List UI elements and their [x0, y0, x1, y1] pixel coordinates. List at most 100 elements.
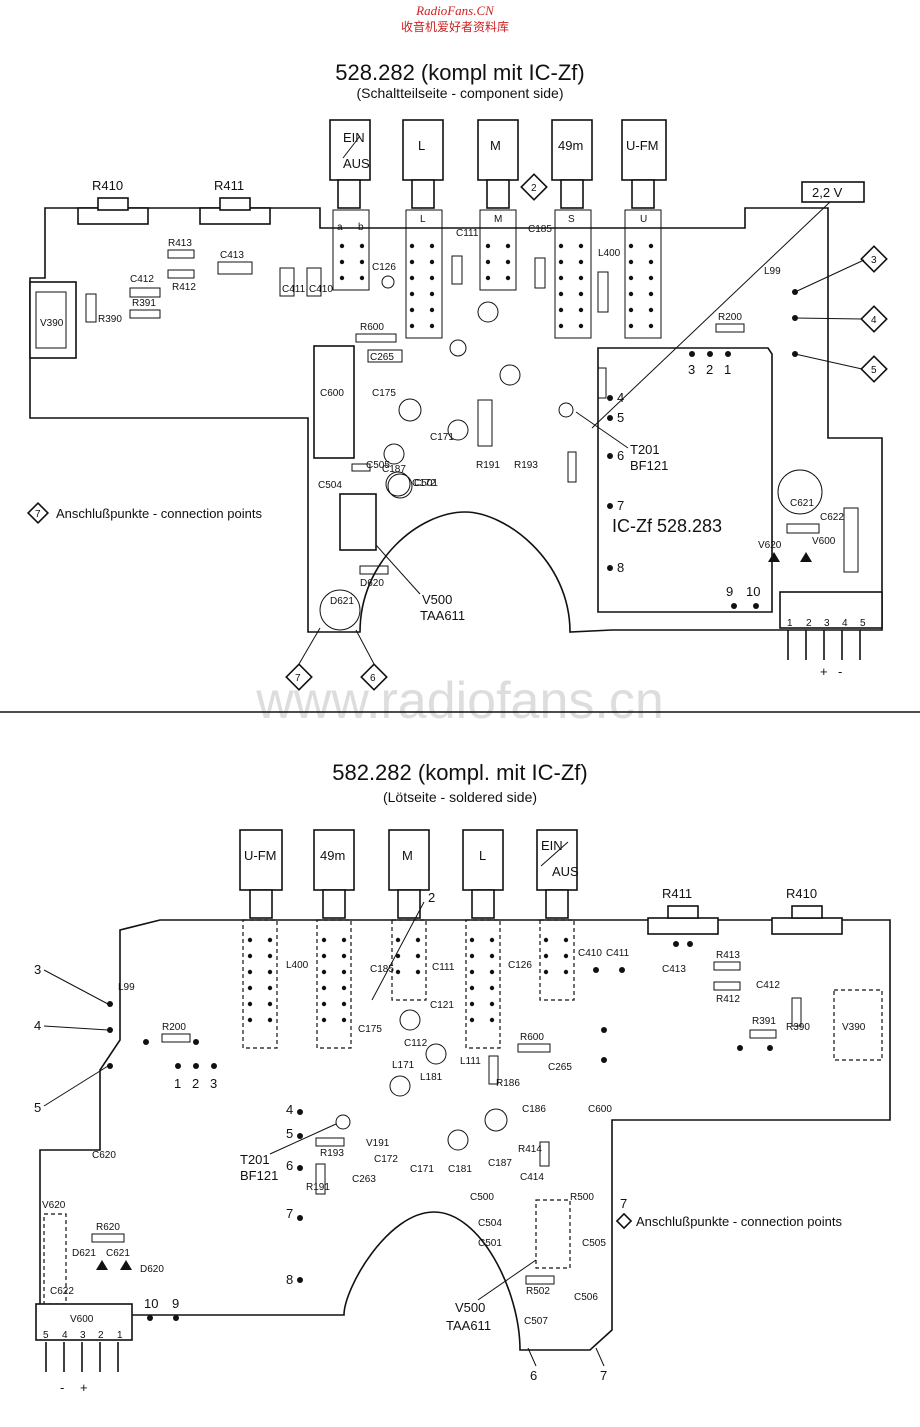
solder-pad [485, 275, 491, 281]
svg-text:C175: C175 [372, 388, 396, 399]
svg-text:U: U [640, 214, 647, 225]
solder-pad [415, 937, 421, 943]
solder-pad [558, 307, 564, 313]
solder-pad [469, 1001, 475, 1007]
svg-text:C181: C181 [448, 1164, 472, 1175]
bottom-v500: V500 TAA611 [446, 1259, 537, 1333]
top-mid-parts: C111 C185 L400 L99 R200 R600 C265 C600 C… [313, 224, 781, 497]
bottom-left-parts: C620 V620 R620 D621 C621 D620 C622 V600 … [35, 1150, 164, 1395]
svg-text:C112: C112 [404, 1038, 428, 1049]
svg-text:T201: T201 [240, 1152, 270, 1167]
svg-text:M: M [490, 138, 501, 153]
solder-pad [792, 315, 798, 321]
svg-text:2: 2 [98, 1330, 104, 1341]
svg-text:L: L [418, 138, 425, 153]
solder-pad [429, 259, 435, 265]
svg-text:3: 3 [210, 1076, 217, 1091]
svg-text:-: - [60, 1380, 64, 1395]
solder-pad [107, 1063, 113, 1069]
solder-pad [489, 953, 495, 959]
svg-text:C621: C621 [106, 1248, 130, 1259]
site-name-cn: 收音机爱好者资料库 [401, 19, 509, 34]
svg-text:3: 3 [871, 255, 877, 266]
solder-pad [648, 307, 654, 313]
bottom-v390: V390 R390 R391 [749, 989, 883, 1061]
top-left-parts: R413 R412 C412 C413 C411 C410 C126 R391 [129, 238, 396, 319]
svg-text:EIN: EIN [343, 130, 365, 145]
solder-pad [429, 307, 435, 313]
svg-text:Anschlußpunkte - connection po: Anschlußpunkte - connection points [56, 506, 262, 521]
svg-text:C413: C413 [662, 964, 686, 975]
solder-pad [429, 243, 435, 249]
svg-text:D621: D621 [330, 596, 354, 607]
solder-pad [147, 1315, 153, 1321]
svg-text:C263: C263 [352, 1174, 376, 1185]
bottom-legend: 7 Anschlußpunkte - connection points [615, 1196, 842, 1230]
svg-text:C412: C412 [130, 274, 154, 285]
bottom-panel: 582.282 (kompl. mit IC-Zf) (Lötseite - s… [34, 760, 891, 1395]
solder-pad [297, 1165, 303, 1171]
svg-text:5: 5 [34, 1100, 41, 1115]
svg-text:M: M [494, 214, 502, 225]
svg-text:6: 6 [286, 1158, 293, 1173]
svg-text:L99: L99 [764, 266, 781, 277]
svg-text:D620: D620 [360, 578, 384, 589]
svg-text:L: L [420, 214, 426, 225]
svg-text:T201: T201 [630, 442, 660, 457]
solder-pad [593, 967, 599, 973]
svg-text:1: 1 [117, 1330, 123, 1341]
solder-pad [505, 275, 511, 281]
solder-pad [505, 259, 511, 265]
svg-text:EIN: EIN [541, 838, 563, 853]
solder-pad [601, 1027, 607, 1033]
solder-pad [558, 259, 564, 265]
bottom-board-outline [39, 919, 891, 1351]
svg-text:BF121: BF121 [240, 1168, 278, 1183]
solder-pad [543, 969, 549, 975]
solder-pad [175, 1063, 181, 1069]
solder-pad [409, 243, 415, 249]
svg-text:L171: L171 [392, 1060, 415, 1071]
svg-text:C126: C126 [508, 960, 532, 971]
solder-pad [359, 243, 365, 249]
solder-pad [429, 275, 435, 281]
solder-pad [297, 1215, 303, 1221]
svg-text:Anschlußpunkte - connection po: Anschlußpunkte - connection points [636, 1214, 842, 1229]
svg-text:C600: C600 [320, 388, 344, 399]
bottom-switch-columns [242, 919, 575, 1049]
solder-pad [429, 323, 435, 329]
solder-pad [409, 323, 415, 329]
solder-pad [247, 1017, 253, 1023]
svg-text:L99: L99 [118, 982, 135, 993]
solder-pad [607, 565, 613, 571]
solder-pad [689, 351, 695, 357]
svg-text:C121: C121 [430, 1000, 454, 1011]
solder-pad [628, 323, 634, 329]
bottom-switch-caps: U-FM 49m M L EIN AUS [239, 829, 579, 919]
solder-pad [211, 1063, 217, 1069]
svg-text:a: a [337, 222, 343, 233]
svg-text:7: 7 [286, 1206, 293, 1221]
svg-text:1: 1 [174, 1076, 181, 1091]
solder-pad [628, 243, 634, 249]
svg-text:R390: R390 [786, 1022, 810, 1033]
solder-pad [469, 953, 475, 959]
solder-pad [409, 259, 415, 265]
svg-text:4: 4 [842, 618, 848, 629]
svg-text:R411: R411 [662, 886, 692, 901]
solder-pad [321, 953, 327, 959]
solder-pad [341, 953, 347, 959]
svg-text:C622: C622 [820, 512, 844, 523]
solder-pad [297, 1133, 303, 1139]
svg-text:+: + [820, 664, 828, 679]
svg-text:R410: R410 [92, 178, 123, 193]
solder-pad [767, 1045, 773, 1051]
svg-text:L111: L111 [460, 1056, 481, 1067]
solder-pad [107, 1027, 113, 1033]
svg-text:C504: C504 [318, 480, 342, 491]
solder-pad [607, 395, 613, 401]
solder-pad [628, 291, 634, 297]
solder-pad [673, 941, 679, 947]
top-potentiometers: R410 R411 [77, 178, 271, 225]
